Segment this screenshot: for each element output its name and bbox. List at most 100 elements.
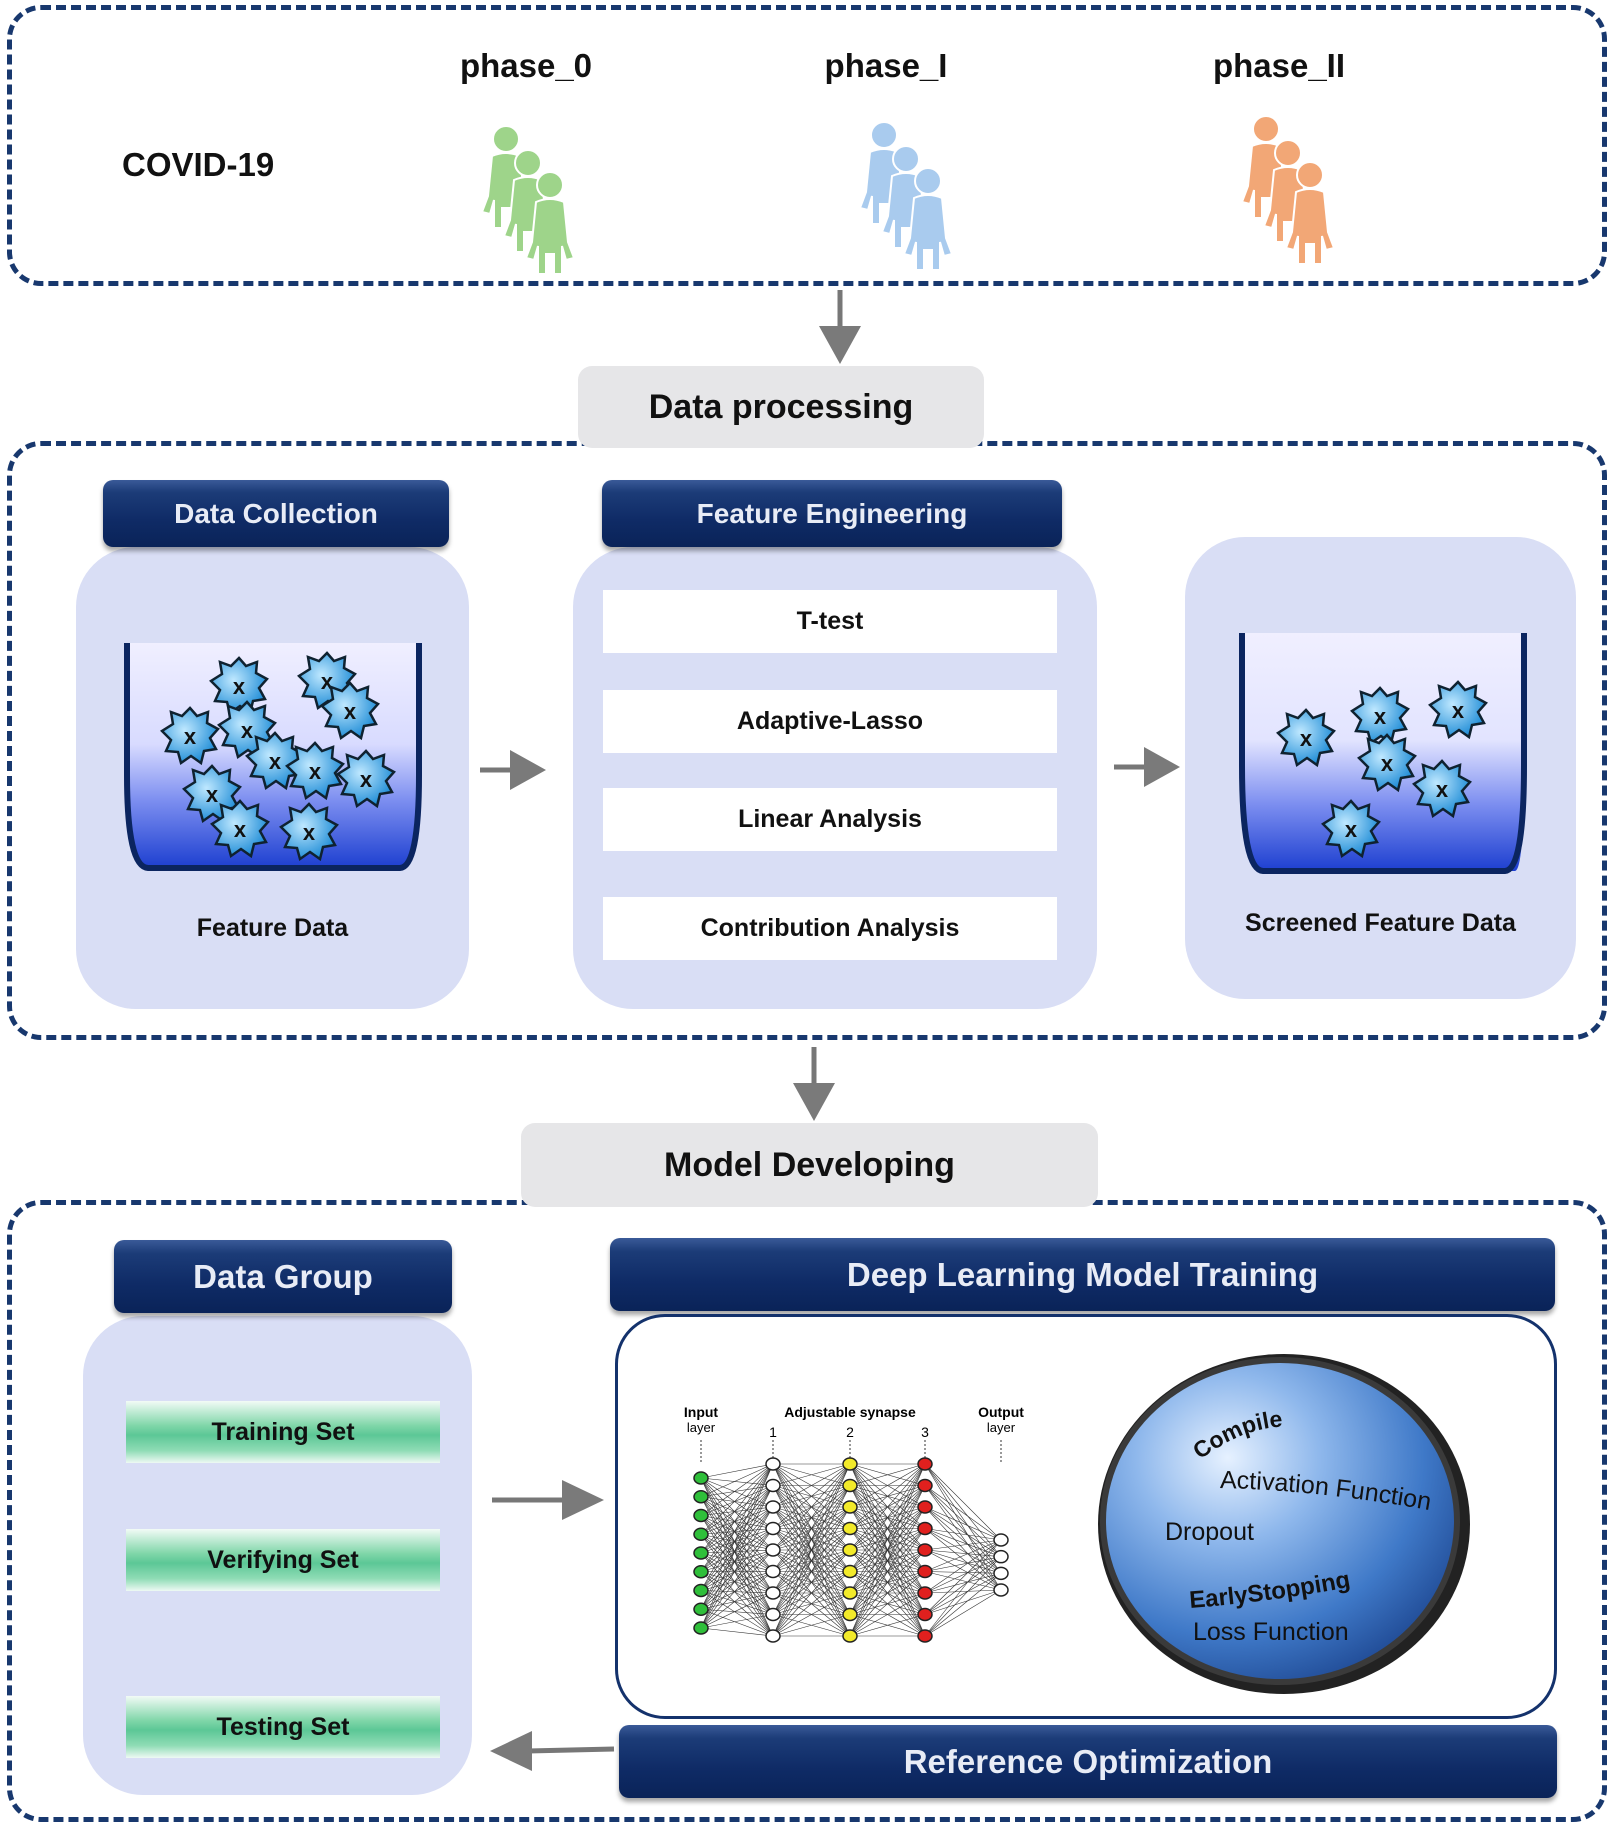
output-layer-label: Output	[978, 1404, 1024, 1420]
arrow-down-icon	[793, 1047, 835, 1121]
synapse-line	[700, 1496, 774, 1508]
synapse-line	[924, 1463, 1002, 1591]
synapse-line	[700, 1506, 774, 1629]
phase-0-label: phase_0	[459, 47, 593, 84]
step-t-test: T-test	[603, 590, 1057, 653]
synapse-line	[924, 1589, 1002, 1615]
synapse-line	[772, 1463, 851, 1637]
synapse-line	[700, 1506, 774, 1572]
hidden-1-node	[765, 1564, 781, 1579]
synapse-line	[924, 1556, 1002, 1615]
hidden-1-node	[765, 1607, 781, 1622]
data-collection-header: Data Collection	[103, 480, 449, 547]
synapse-line	[772, 1463, 851, 1551]
screened-particle-icon: x	[1350, 686, 1410, 745]
svg-text:x: x	[184, 724, 197, 749]
input-node	[693, 1565, 709, 1579]
hidden-3-node	[917, 1629, 933, 1643]
feature-particle-icon: x	[217, 700, 277, 759]
synapse-line	[849, 1485, 926, 1637]
synapse-line	[924, 1506, 1002, 1574]
synapse-line	[700, 1506, 774, 1535]
input-layer-sublabel: layer	[687, 1420, 716, 1435]
synapse-line	[924, 1589, 1002, 1637]
cohort-section	[7, 5, 1607, 286]
synapse-line	[700, 1528, 774, 1629]
hidden-1-node	[765, 1521, 781, 1536]
synapse-line	[849, 1506, 926, 1637]
hidden-1-node	[765, 1500, 781, 1514]
synapse-line	[924, 1556, 1002, 1637]
screened-particle-icon: x	[1321, 799, 1381, 858]
synapse-line	[772, 1506, 851, 1637]
synapse-line	[700, 1608, 774, 1615]
synapse-line	[700, 1485, 774, 1572]
synapse-line	[700, 1463, 774, 1629]
synapse-line	[849, 1463, 926, 1615]
hidden-2-node	[842, 1629, 858, 1643]
synapse-line	[849, 1463, 926, 1594]
disease-label: COVID-19	[122, 146, 275, 183]
synapse-line	[849, 1463, 926, 1551]
feature-particle-icon: x	[336, 749, 396, 808]
synapse-line	[700, 1477, 774, 1529]
synapse-line	[924, 1463, 1002, 1541]
verifying-set: Verifying Set	[126, 1529, 440, 1591]
synapse-line	[700, 1528, 774, 1554]
data-group-header: Data Group	[114, 1240, 452, 1313]
hidden-3-node	[917, 1607, 933, 1622]
svg-text:x: x	[234, 817, 247, 842]
synapse-line	[700, 1533, 774, 1572]
synapse-line	[924, 1556, 1002, 1572]
synapse-line	[700, 1506, 774, 1554]
synapse-line	[849, 1528, 926, 1637]
loss-function-label: Loss Function	[1193, 1618, 1349, 1646]
synapse-line	[924, 1485, 1002, 1541]
synapse-line	[849, 1614, 926, 1637]
synapse-line	[924, 1506, 1002, 1541]
synapse-line	[700, 1477, 774, 1486]
svg-text:x: x	[233, 674, 246, 699]
synapse-line	[700, 1506, 774, 1516]
output-layer-sublabel: layer	[987, 1420, 1016, 1435]
synapse-line	[772, 1463, 851, 1572]
step-contribution-analysis: Contribution Analysis	[603, 897, 1057, 960]
synapse-line	[700, 1528, 774, 1610]
layer-number-3: 3	[921, 1424, 929, 1440]
hidden-3-node	[917, 1586, 933, 1600]
synapse-line	[700, 1496, 774, 1615]
synapse-line	[924, 1539, 1002, 1637]
synapse-line	[700, 1485, 774, 1498]
synapse-line	[700, 1627, 774, 1637]
arrow-right-icon	[492, 1480, 604, 1520]
feature-particle-icon: x	[320, 681, 380, 740]
svg-text:x: x	[269, 749, 282, 774]
synapse-line	[924, 1549, 1002, 1574]
feature-particle-icon: x	[209, 656, 269, 715]
synapse-line	[700, 1496, 774, 1594]
synapse-line	[772, 1463, 851, 1529]
svg-text:x: x	[1345, 817, 1358, 842]
phase-2-label: phase_II	[1212, 47, 1346, 84]
synapse-line	[700, 1496, 774, 1572]
synapse-line	[700, 1571, 774, 1594]
synapse-line	[700, 1496, 774, 1529]
synapse-line	[700, 1528, 774, 1591]
input-layer-label: Input	[684, 1404, 719, 1420]
synapse-line	[924, 1463, 1002, 1557]
synapse-line	[700, 1485, 774, 1554]
hidden-1-node	[765, 1629, 781, 1643]
hidden-3-node	[917, 1500, 933, 1514]
synapse-line	[700, 1485, 774, 1591]
synapse-line	[700, 1463, 774, 1535]
output-node	[993, 1566, 1009, 1581]
hidden-2-node	[842, 1521, 858, 1536]
synapse-line	[700, 1463, 774, 1610]
phase-1-label: phase_I	[824, 47, 948, 84]
hidden-2-node	[842, 1607, 858, 1622]
feature-particle-icon: x	[279, 802, 339, 861]
hidden-3-node	[917, 1457, 933, 1471]
feature-particle-icon: x	[160, 706, 220, 765]
synapse-line	[924, 1506, 1002, 1557]
synapse-line	[700, 1549, 774, 1591]
